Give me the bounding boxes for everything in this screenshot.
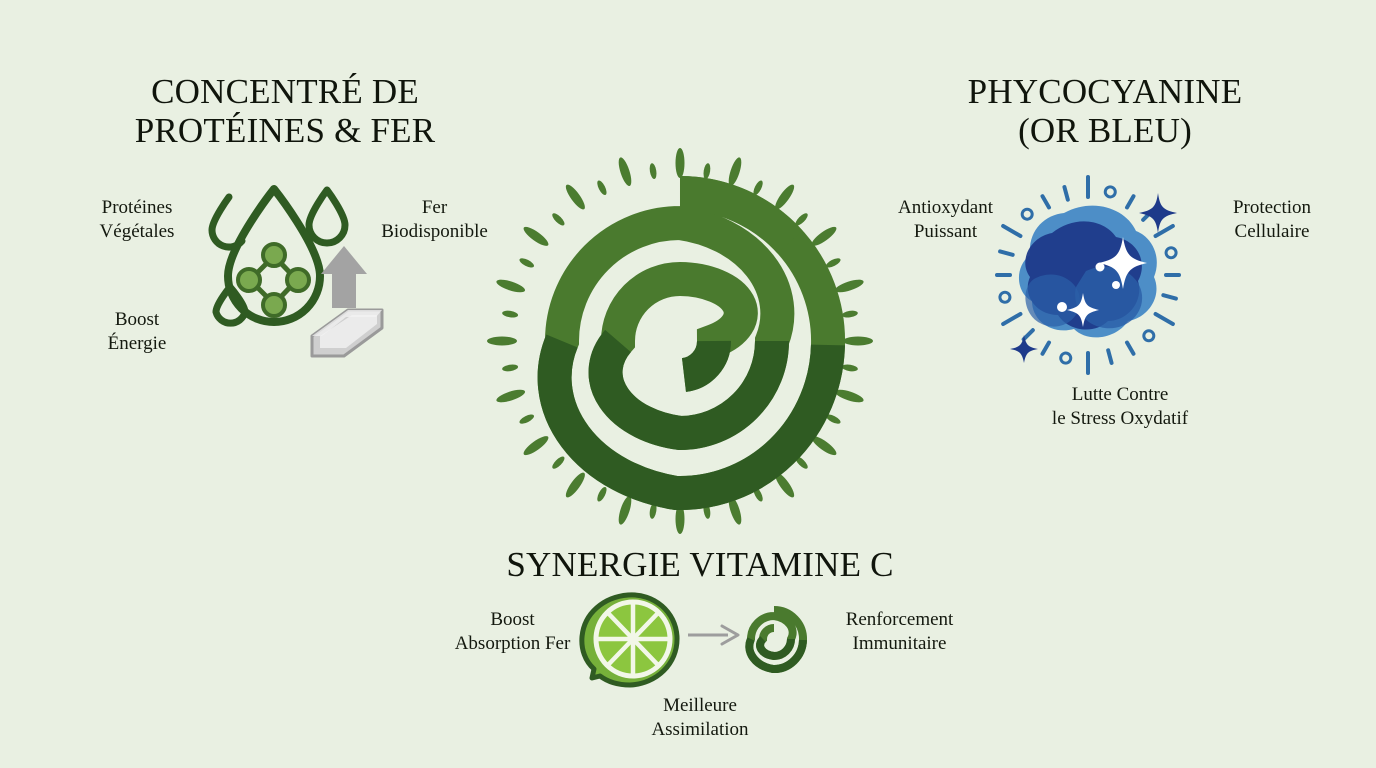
label-boost-absorption-fer: Boost Absorption Fer bbox=[454, 609, 571, 655]
label-lutte-stress-oxydatif: Lutte Contre le Stress Oxydatif bbox=[1051, 384, 1189, 430]
right-section-title: PHYCOCYANINE (OR BLEU) bbox=[967, 72, 1243, 151]
label-boost-energie: Boost Énergie bbox=[107, 309, 167, 355]
label-proteines-vegetales: Protéines Végétales bbox=[99, 197, 175, 243]
label-antioxydant-puissant: Antioxydant Puissant bbox=[898, 197, 993, 243]
label-protection-cellulaire: Protection Cellulaire bbox=[1232, 197, 1312, 243]
left-section-title: CONCENTRÉ DE PROTÉINES & FER bbox=[134, 72, 436, 151]
arrow-right-icon bbox=[688, 620, 740, 650]
label-meilleure-assimilation: Meilleure Assimilation bbox=[651, 695, 749, 741]
lime-slice-icon bbox=[578, 592, 682, 688]
label-fer-biodisponible: Fer Biodisponible bbox=[381, 197, 488, 243]
blue-blob-sparkle-icon bbox=[990, 175, 1190, 375]
spirulina-spiral-rays-icon bbox=[487, 145, 873, 535]
bottom-section-title: SYNERGIE VITAMINE C bbox=[506, 545, 894, 584]
spirulina-spiral-small-icon bbox=[738, 604, 810, 676]
label-renforcement-immunitaire: Renforcement Immunitaire bbox=[845, 609, 954, 655]
droplet-molecule-iron-ingot-icon bbox=[196, 184, 386, 374]
